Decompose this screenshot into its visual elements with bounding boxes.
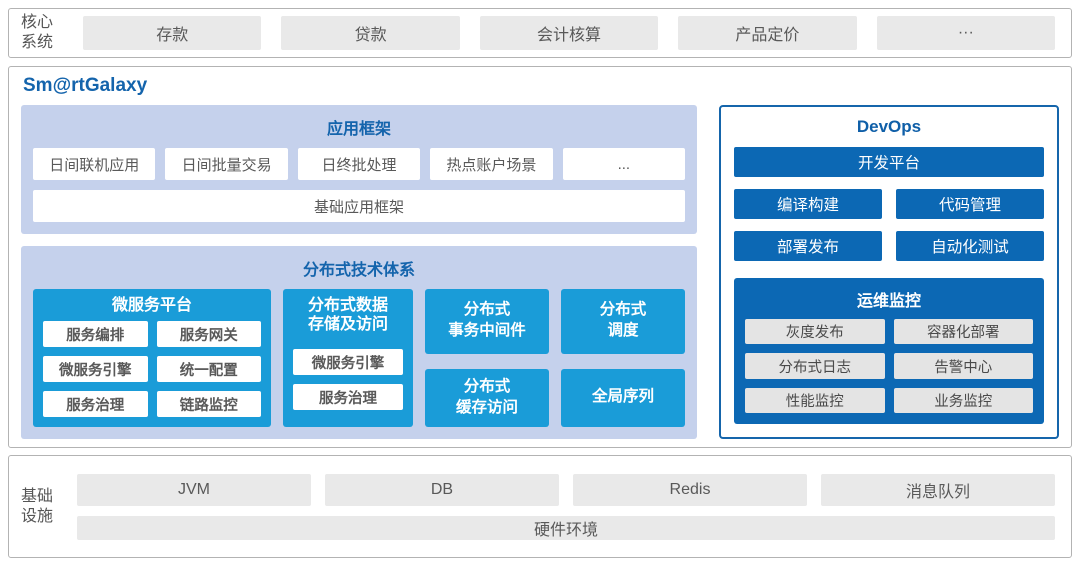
automated-testing: 自动化测试	[896, 231, 1044, 261]
microservice-engine: 微服务引擎	[43, 356, 148, 383]
distributed-logging: 分布式日志	[745, 353, 885, 379]
app-eod-batch: 日终批处理	[297, 148, 421, 180]
smartgalaxy-content: 应用框架 日间联机应用 日间批量交易 日终批处理 热点账户场景 ... 基础应用…	[21, 105, 1059, 440]
devops-panel: DevOps 开发平台 编译构建 代码管理 部署发布 自动化测试 运维监控 灰度…	[719, 105, 1059, 440]
infrastructure-label: 基础 设施	[21, 487, 54, 525]
distributed-transaction-middleware: 分布式 事务中间件	[425, 289, 549, 354]
app-framework-title: 应用框架	[326, 121, 391, 138]
base-app-framework: 基础应用框架	[33, 190, 685, 222]
microservice-grid: 服务编排 服务网关 微服务引擎 统一配置 服务治理 链路监控	[43, 321, 261, 418]
core-system-pricing: 产品定价	[678, 16, 857, 50]
distributed-data-storage: 分布式数据 存储及访问 微服务引擎 服务治理	[283, 289, 413, 428]
service-governance: 服务治理	[43, 391, 148, 418]
performance-monitoring: 性能监控	[745, 387, 885, 414]
container-deployment: 容器化部署	[893, 319, 1033, 345]
left-column: 应用框架 日间联机应用 日间批量交易 日终批处理 热点账户场景 ... 基础应用…	[21, 105, 697, 440]
global-sequence: 全局序列	[561, 368, 685, 428]
ops-monitoring-grid: 灰度发布 容器化部署 分布式日志 告警中心 性能监控 业务监控	[745, 319, 1033, 414]
distributed-cache-access: 分布式 缓存访问	[425, 368, 549, 428]
dev-platform: 开发平台	[734, 147, 1044, 177]
infra-jvm: JVM	[77, 473, 311, 506]
app-more: ...	[562, 148, 686, 180]
infrastructure-row: JVM DB Redis 消息队列	[77, 473, 1055, 506]
business-monitoring: 业务监控	[893, 387, 1033, 414]
smartgalaxy-title: Sm@rtGalaxy	[23, 75, 148, 96]
app-framework-row: 日间联机应用 日间批量交易 日终批处理 热点账户场景 ...	[33, 148, 686, 180]
core-system-loans: 贷款	[281, 16, 460, 50]
infrastructure-content: JVM DB Redis 消息队列 硬件环境	[77, 473, 1055, 540]
devops-row-1: 编译构建 代码管理	[734, 189, 1044, 219]
distributed-scheduling: 分布式 调度	[561, 289, 685, 354]
hardware-environment: 硬件环境	[77, 515, 1055, 540]
storage-service-governance: 服务治理	[293, 384, 403, 411]
distributed-tech-title: 分布式技术体系	[302, 262, 415, 279]
infra-redis: Redis	[573, 473, 807, 506]
service-orchestration: 服务编排	[43, 321, 148, 348]
deploy-release: 部署发布	[734, 231, 882, 261]
core-system-deposits: 存款	[83, 16, 262, 50]
code-management: 代码管理	[896, 189, 1044, 219]
app-framework-panel: 应用框架 日间联机应用 日间批量交易 日终批处理 热点账户场景 ... 基础应用…	[21, 105, 697, 234]
microservice-platform-title: 微服务平台	[111, 297, 192, 314]
scheduling-sequence-column: 分布式 调度 全局序列	[561, 289, 685, 428]
distributed-columns: 微服务平台 服务编排 服务网关 微服务引擎 统一配置 服务治理 链路监控 分布式…	[33, 289, 685, 428]
devops-row-2: 部署发布 自动化测试	[734, 231, 1044, 261]
link-monitoring: 链路监控	[156, 391, 261, 418]
core-systems-label: 核心 系统	[21, 14, 54, 51]
app-hot-account: 热点账户场景	[430, 148, 553, 180]
microservice-platform: 微服务平台 服务编排 服务网关 微服务引擎 统一配置 服务治理 链路监控	[33, 289, 271, 428]
distributed-tech-panel: 分布式技术体系 微服务平台 服务编排 服务网关 微服务引擎 统一配置 服务治理 …	[21, 246, 697, 440]
alert-center: 告警中心	[893, 353, 1033, 379]
core-system-accounting: 会计核算	[479, 16, 659, 50]
smartgalaxy-panel: Sm@rtGalaxy 应用框架 日间联机应用 日间批量交易 日终批处理 热点账…	[8, 66, 1072, 448]
storage-microservice-engine: 微服务引擎	[293, 349, 403, 376]
compile-build: 编译构建	[734, 189, 882, 219]
gray-release: 灰度发布	[745, 319, 885, 345]
app-daytime-online: 日间联机应用	[33, 148, 156, 180]
infra-message-queue: 消息队列	[821, 473, 1055, 506]
app-daytime-batch: 日间批量交易	[165, 148, 288, 180]
unified-config: 统一配置	[156, 356, 261, 383]
infra-db: DB	[325, 473, 559, 506]
service-gateway: 服务网关	[156, 321, 261, 348]
core-systems-bar: 核心 系统 存款 贷款 会计核算 产品定价 ···	[8, 8, 1072, 58]
ops-monitoring-panel: 运维监控 灰度发布 容器化部署 分布式日志 告警中心 性能监控 业务监控	[734, 278, 1044, 425]
infrastructure-bar: 基础 设施 JVM DB Redis 消息队列 硬件环境	[8, 455, 1072, 558]
distributed-data-storage-title: 分布式数据 存储及访问	[307, 297, 388, 334]
core-system-more: ···	[876, 16, 1056, 50]
transaction-cache-column: 分布式 事务中间件 分布式 缓存访问	[425, 289, 549, 428]
ops-monitoring-title: 运维监控	[856, 293, 921, 310]
devops-title: DevOps	[856, 117, 922, 136]
